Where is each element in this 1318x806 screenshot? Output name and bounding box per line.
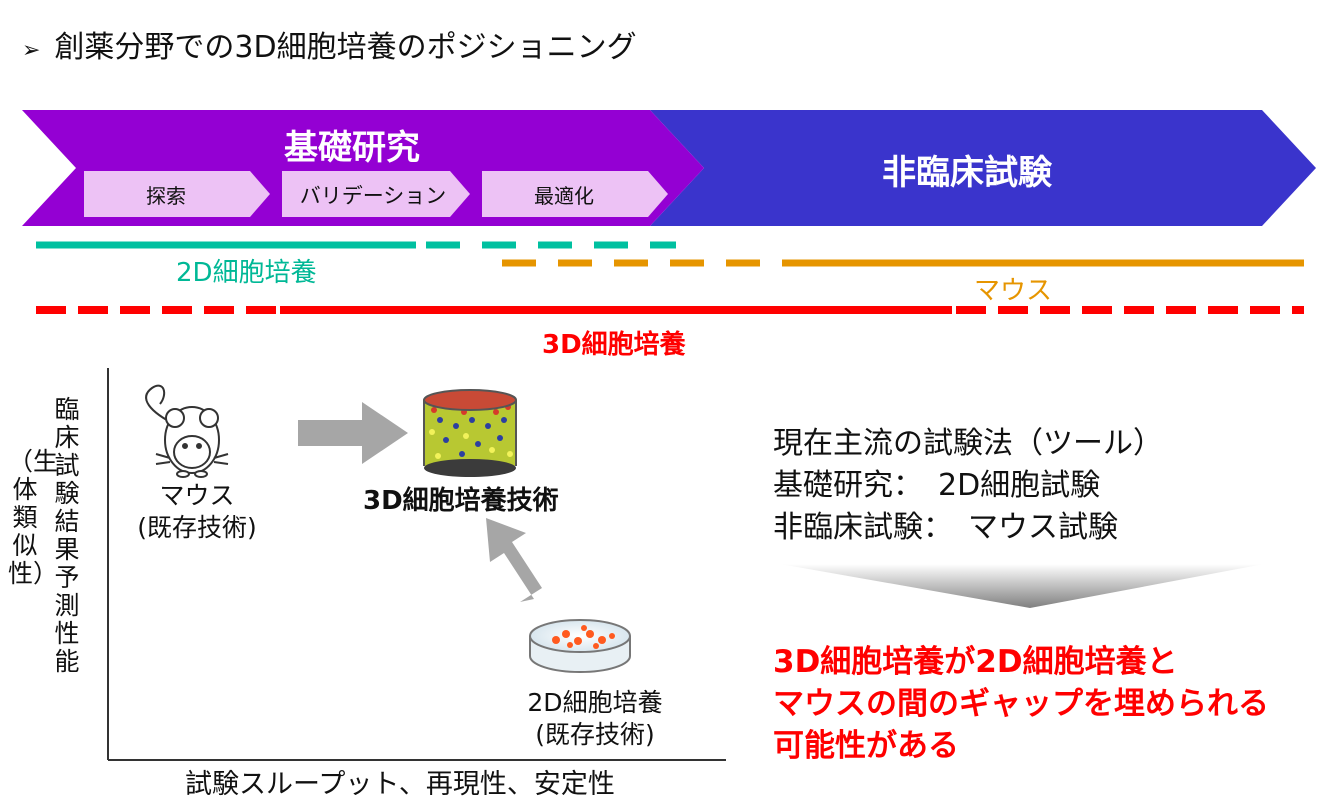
label-mouse: マウス	[974, 276, 1053, 306]
y-axis-label: 臨床試験結果予測性能	[54, 395, 80, 676]
petri-dish-icon	[529, 619, 631, 673]
info-row-basic: 基礎研究： 2D細胞試験	[773, 468, 1101, 503]
phase-label-nonclinical: 非臨床試験	[882, 153, 1052, 193]
arrow-mouse-to-3d	[298, 402, 408, 464]
stage-label-validation: バリデーション	[299, 184, 447, 208]
stage-label-optimize: 最適化	[534, 184, 594, 208]
conclusion-line-2: マウスの間のギャップを埋められる	[773, 686, 1269, 722]
slide-title: ➢ 創薬分野での3D細胞培養のポジショニング	[22, 22, 637, 66]
info-heading: 現在主流の試験法（ツール）	[773, 426, 1163, 461]
phase-label-basic-research: 基礎研究	[284, 128, 420, 168]
x-axis-label: 試験スループット、再現性、安定性	[185, 769, 615, 800]
label-3d-culture: 3D細胞培養	[542, 330, 686, 360]
stage-label-explore: 探索	[146, 184, 186, 208]
cell-2d-caption-note: (既存技術)	[535, 720, 655, 749]
y-axis-sublabel: （生体類似性）	[8, 447, 59, 588]
bullet-arrow-icon: ➢	[22, 38, 41, 63]
cell-2d-caption: 2D細胞培養 (既存技術)	[510, 687, 680, 751]
info-row-nonclinical: 非臨床試験： マウス試験	[773, 510, 1118, 545]
summary-funnel-shape	[780, 564, 1264, 608]
slide-title-text: 創薬分野での3D細胞培養のポジショニング	[54, 30, 637, 65]
mouse-icon	[145, 384, 229, 478]
stage-chevron-optimize	[482, 171, 668, 217]
conclusion-line-3: 可能性がある	[773, 728, 959, 764]
stage-chevron-explore	[84, 171, 270, 217]
mouse-caption-note: (既存技術)	[137, 513, 257, 542]
cell-2d-caption-name: 2D細胞培養	[527, 688, 663, 717]
label-2d-culture: 2D細胞培養	[176, 258, 317, 288]
arrow-2d-to-3d	[486, 518, 542, 602]
phase-band-nonclinical	[650, 110, 1316, 226]
mouse-caption-name: マウス	[159, 481, 235, 510]
conclusion-line-1: 3D細胞培養が2D細胞培養と	[773, 644, 1178, 680]
tech-3d-caption: 3D細胞培養技術	[363, 486, 559, 516]
culture-3d-device-icon	[423, 389, 517, 477]
stage-chevron-validation	[282, 171, 470, 217]
mouse-caption: マウス (既存技術)	[122, 480, 272, 544]
